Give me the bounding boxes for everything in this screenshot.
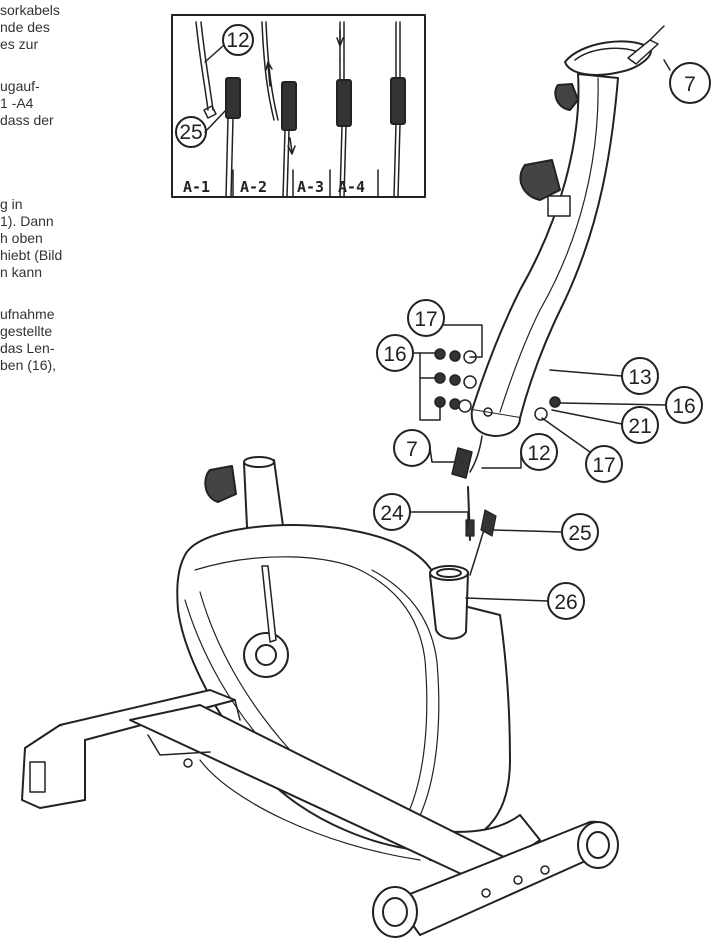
callout-16-right-label: 16 — [672, 395, 695, 418]
instruction-line: 1). Dann — [0, 213, 54, 229]
callout-25-inset-label: 25 — [179, 121, 202, 144]
bike-frame — [21, 456, 619, 938]
callout-17-left: 17 — [407, 299, 483, 358]
callout-17-left-label: 17 — [414, 308, 437, 331]
callout-13: 13 — [549, 357, 659, 395]
callout-26: 26 — [465, 582, 585, 620]
callout-25: 25 — [493, 513, 599, 551]
callout-21: 21 — [551, 406, 659, 444]
callout-16-left: 16 — [376, 334, 441, 421]
cable-connection-inset: 12 25 A-1 A-2 A-3 A-4 — [171, 14, 426, 198]
callout-16-right: 16 — [559, 386, 703, 424]
callout-7-top-label: 7 — [684, 73, 696, 96]
instruction-line: ben (16), — [0, 357, 57, 373]
callout-7-top: 7 — [663, 59, 711, 104]
callout-7-bottom-label: 7 — [406, 438, 418, 461]
callout-17-right-label: 17 — [592, 454, 615, 477]
callout-21-label: 21 — [628, 415, 651, 438]
instruction-line: ufnahme — [0, 306, 55, 322]
instruction-line: ugauf- — [0, 78, 40, 94]
callout-13-label: 13 — [628, 366, 651, 389]
instruction-line: g in — [0, 196, 23, 212]
callout-25-inset: 25 — [175, 109, 227, 148]
callout-26-label: 26 — [554, 591, 577, 614]
panel-label-a3: A-3 — [297, 178, 324, 196]
callout-17-right: 17 — [541, 417, 623, 483]
bolts-right — [534, 396, 561, 421]
bolts-left — [434, 348, 477, 413]
callout-12-inset-label: 12 — [226, 29, 249, 52]
sensor-connector — [451, 447, 473, 479]
callout-7-bottom: 7 — [393, 429, 456, 467]
instruction-line: 1 -A4 — [0, 95, 34, 111]
callout-12-inset: 12 — [204, 24, 254, 63]
panel-label-a2: A-2 — [240, 178, 267, 196]
callout-24: 24 — [373, 493, 469, 531]
callout-12-label: 12 — [527, 442, 550, 465]
instruction-line: hiebt (Bild — [0, 247, 63, 263]
callout-25-label: 25 — [568, 522, 591, 545]
callout-24-label: 24 — [380, 502, 404, 525]
callout-16-left-label: 16 — [383, 343, 406, 366]
instruction-line: es zur — [0, 36, 39, 52]
instruction-line: sorkabels — [0, 2, 60, 18]
instruction-line: gestellte — [0, 323, 53, 339]
instruction-line: h oben — [0, 230, 43, 246]
instruction-line: dass der — [0, 112, 54, 128]
instruction-line: das Len- — [0, 340, 55, 356]
callout-12: 12 — [481, 433, 558, 471]
panel-label-a4: A-4 — [338, 178, 365, 196]
instruction-line: nde des — [0, 19, 50, 35]
handlebar-post — [470, 25, 665, 437]
instruction-line: n kann — [0, 264, 43, 280]
panel-label-a1: A-1 — [183, 178, 210, 196]
